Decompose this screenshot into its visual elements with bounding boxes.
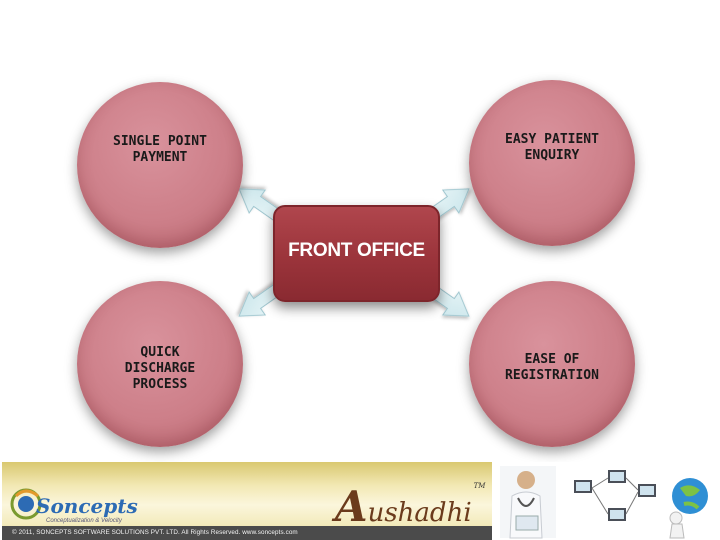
brand-rest: ushadhi bbox=[367, 498, 472, 528]
logo-name: Soncepts bbox=[36, 494, 138, 518]
node-ease-of-registration: EASE OF REGISTRATION bbox=[469, 281, 635, 447]
logo-tagline: Conceptualization & Velocity bbox=[46, 518, 122, 524]
center-node-label: FRONT OFFICE bbox=[288, 240, 425, 261]
node-label: EASY PATIENT ENQUIRY bbox=[505, 132, 599, 163]
logo-emblem-icon bbox=[10, 488, 42, 520]
node-label: QUICK DISCHARGE PROCESS bbox=[124, 345, 196, 392]
center-node-front-office: FRONT OFFICE bbox=[273, 205, 440, 302]
copyright-text: © 2011, SONCEPTS SOFTWARE SOLUTIONS PVT.… bbox=[12, 529, 298, 536]
soncepts-logo: Soncepts Conceptualization & Velocity bbox=[10, 474, 138, 524]
brand-initial: A bbox=[335, 482, 368, 531]
node-quick-discharge-process: QUICK DISCHARGE PROCESS bbox=[77, 281, 243, 447]
copyright-strip bbox=[2, 526, 492, 540]
node-label: EASE OF REGISTRATION bbox=[505, 352, 599, 383]
aushadhi-brand: AushadhiTM bbox=[335, 482, 485, 531]
brand-trademark: TM bbox=[473, 482, 486, 490]
computer-network-image bbox=[574, 470, 656, 521]
node-single-point-payment: SINGLE POINT PAYMENT bbox=[77, 82, 243, 248]
node-easy-patient-enquiry: EASY PATIENT ENQUIRY bbox=[469, 80, 635, 246]
doctor-image bbox=[500, 466, 556, 539]
node-label: SINGLE POINT PAYMENT bbox=[113, 134, 207, 165]
footer-banner: Soncepts Conceptualization & Velocity Au… bbox=[0, 462, 720, 540]
footer-photos bbox=[496, 462, 720, 540]
globe-figure-image bbox=[669, 478, 708, 539]
